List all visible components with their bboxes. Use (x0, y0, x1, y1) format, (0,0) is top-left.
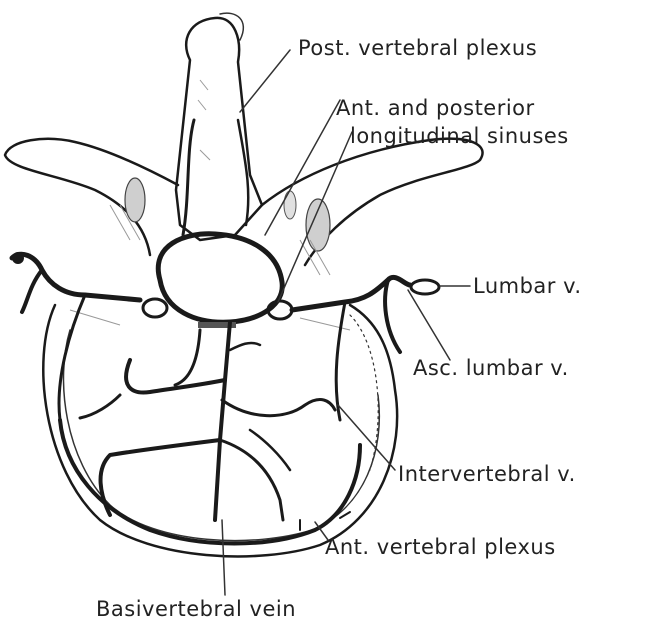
vertebral-canal (143, 234, 292, 328)
label-post-vertebral-plexus: Post. vertebral plexus (298, 36, 537, 60)
label-asc-lumbar-v: Asc. lumbar v. (413, 356, 569, 380)
label-lumbar-v: Lumbar v. (473, 274, 582, 298)
label-ant-vertebral-plexus: Ant. vertebral plexus (325, 535, 556, 559)
label-intervertebral-v: Intervertebral v. (398, 462, 576, 486)
label-basivertebral-vein: Basivertebral vein (96, 597, 296, 621)
label-ant-posterior-line1: Ant. and posterior (336, 96, 535, 120)
label-ant-posterior-line2: longitudinal sinuses (350, 124, 569, 148)
